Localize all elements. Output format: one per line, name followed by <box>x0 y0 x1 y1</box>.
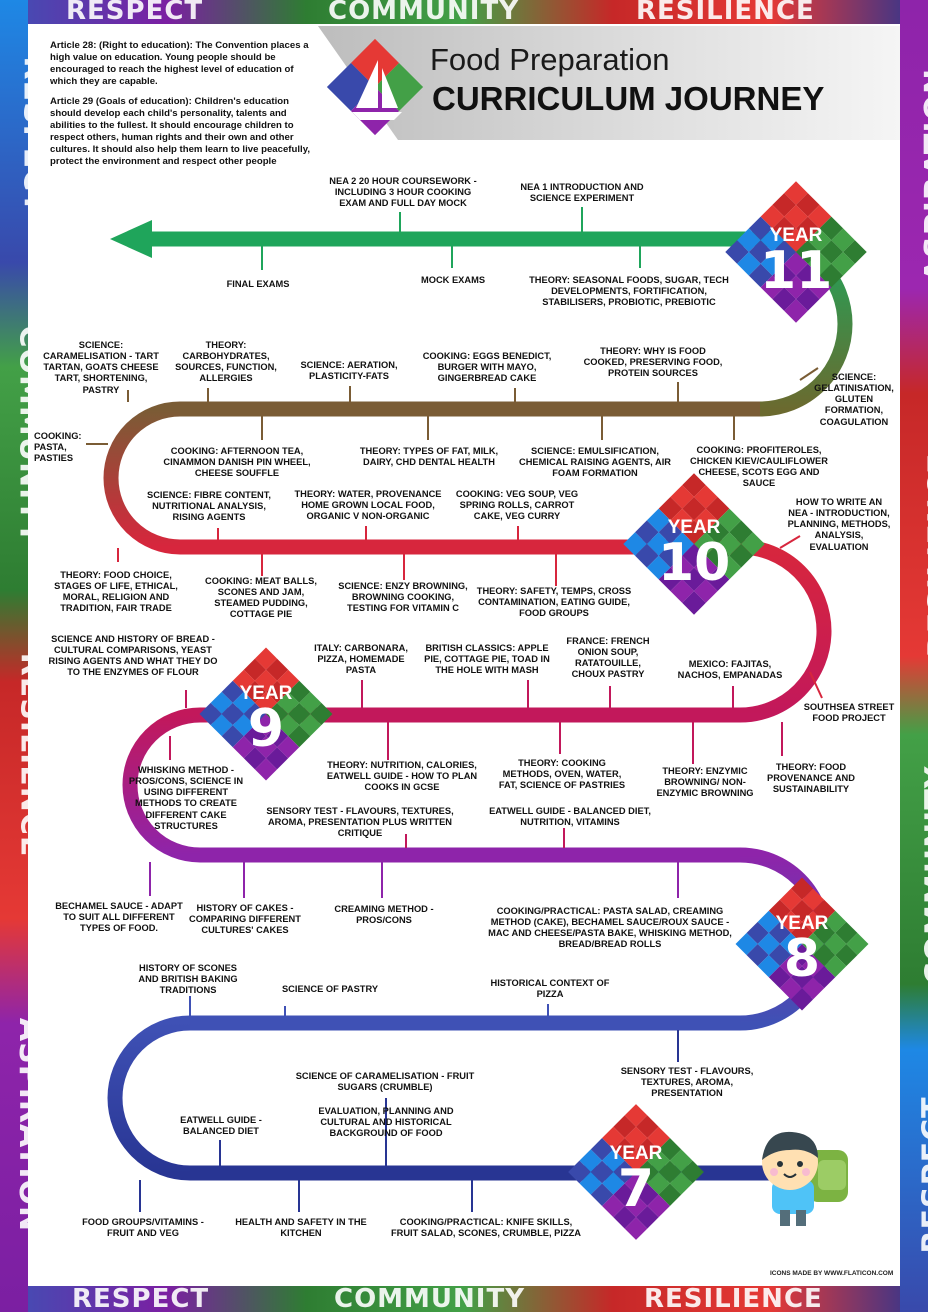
year-11-number: 11 <box>760 241 833 301</box>
label-y10-cooking-veg: COOKING: VEG SOUP, VEG SPRING ROLLS, CAR… <box>455 489 579 522</box>
label-y8-creaming: CREAMING METHOD - PROS/CONS <box>334 904 434 926</box>
label-y10-theory-water: THEORY: WATER, PROVENANCE HOME GROWN LOC… <box>294 489 442 522</box>
label-y7-eatwell: EATWELL GUIDE - BALANCED DIET <box>180 1115 262 1137</box>
label-y9-france: FRANCE: FRENCH ONION SOUP, RATATOUILLE, … <box>566 636 650 680</box>
year-10-badge: YEAR 10 <box>658 518 730 589</box>
label-y9-italy: ITALY: CARBONARA, PIZZA, HOMEMADE PASTA <box>314 643 408 676</box>
border-word-resilience-bottom: RESILIENCE <box>644 1284 823 1314</box>
label-y10-cooking-meat: COOKING: MEAT BALLS, SCONES AND JAM, STE… <box>205 576 317 620</box>
label-y7-sensory: SENSORY TEST - FLAVOURS, TEXTURES, AROMA… <box>620 1066 754 1099</box>
label-y9-british: BRITISH CLASSICS: APPLE PIE, COTTAGE PIE… <box>424 643 550 676</box>
year-11-diamond <box>725 181 867 323</box>
intro-articles: Article 28: (Right to education): The Co… <box>50 40 312 176</box>
label-y10-cooking-eggs: COOKING: EGGS BENEDICT, BURGER WITH MAYO… <box>422 351 552 384</box>
label-y9-sensory: SENSORY TEST - FLAVOURS, TEXTURES, AROMA… <box>266 806 454 839</box>
label-y10-theory-safety: THEORY: SAFETY, TEMPS, CROSS CONTAMINATI… <box>476 586 632 619</box>
year-8-word: YEAR <box>775 913 829 934</box>
year-7-word: YEAR <box>609 1143 663 1164</box>
label-y10-sci-caramel: SCIENCE: CARAMELISATION - TART TARTAN, G… <box>43 340 159 395</box>
year-7-badge: YEAR 7 <box>600 1144 672 1215</box>
label-y10-theory-choice: THEORY: FOOD CHOICE, STAGES OF LIFE, ETH… <box>54 570 178 614</box>
label-y7-evaluation: EVALUATION, PLANNING AND CULTURAL AND HI… <box>318 1106 454 1139</box>
label-y7-food-groups: FOOD GROUPS/VITAMINS - FRUIT AND VEG <box>82 1217 204 1239</box>
label-y9-whisking: WHISKING METHOD - PROS/CONS, SCIENCE IN … <box>128 765 244 831</box>
year-11-word: YEAR <box>769 225 823 246</box>
label-y11-theory-seasonal: THEORY: SEASONAL FOODS, SUGAR, TECH DEVE… <box>529 275 729 308</box>
label-y7-caramel: SCIENCE OF CARAMELISATION - FRUIT SUGARS… <box>295 1071 475 1093</box>
year-10-word: YEAR <box>667 517 721 538</box>
label-y7-health: HEALTH AND SAFETY IN THE KITCHEN <box>235 1217 367 1239</box>
label-y10-sci-gel: SCIENCE: GELATINISATION, GLUTEN FORMATIO… <box>814 372 894 427</box>
label-y9-theory-cooking: THEORY: COOKING METHODS, OVEN, WATER, FA… <box>498 758 626 791</box>
label-y9-mexico: MEXICO: FAJITAS, NACHOS, EMPANADAS <box>677 659 783 681</box>
label-y8-history-cakes: HISTORY OF CAKES - COMPARING DIFFERENT C… <box>189 903 301 936</box>
border-word-respect-top: RESPECT <box>66 0 204 26</box>
label-y10-cooking-afternoon: COOKING: AFTERNOON TEA, CINAMMON DANISH … <box>163 446 311 479</box>
year-11-badge: YEAR 11 <box>760 226 832 297</box>
label-y8-scones: HISTORY OF SCONES AND BRITISH BAKING TRA… <box>138 963 238 996</box>
label-y11-nea1: NEA 1 INTRODUCTION AND SCIENCE EXPERIMEN… <box>520 182 644 204</box>
child-student-icon <box>762 1131 848 1226</box>
label-y9-theory-enzymic: THEORY: ENZYMIC BROWNING/ NON-ENZYMIC BR… <box>656 766 754 799</box>
label-y9-bread: SCIENCE AND HISTORY OF BREAD - CULTURAL … <box>48 634 218 678</box>
year-9-diamond <box>199 647 333 781</box>
year-8-number: 8 <box>783 929 821 989</box>
border-word-resilience-top: RESILIENCE <box>636 0 815 26</box>
label-y10-theory-fat: THEORY: TYPES OF FAT, MILK, DAIRY, CHD D… <box>359 446 499 468</box>
label-y10-theory-carbs: THEORY: CARBOHYDRATES, SOURCES, FUNCTION… <box>175 340 277 384</box>
label-y10-theory-why: THEORY: WHY IS FOOD COOKED, PRESERVING F… <box>583 346 723 379</box>
border-word-community-top: COMMUNITY <box>328 0 520 26</box>
label-y10-sci-fibre: SCIENCE: FIBRE CONTENT, NUTRITIONAL ANAL… <box>147 490 271 523</box>
year-10-number: 10 <box>658 533 731 593</box>
year-9-number: 9 <box>247 699 285 759</box>
label-y10-cooking-profiteroles: COOKING: PROFITEROLES, CHICKEN KIEV/CAUL… <box>690 445 828 489</box>
border-word-respect-bottom: RESPECT <box>72 1284 210 1314</box>
label-y9-theory-provenance: THEORY: FOOD PROVENANCE AND SUSTAINABILI… <box>767 762 855 795</box>
label-y9-eatwell: EATWELL GUIDE - BALANCED DIET, NUTRITION… <box>489 806 651 828</box>
year-8-diamond <box>735 877 869 1011</box>
label-y10-sci-emulsification: SCIENCE: EMULSIFICATION, CHEMICAL RAISIN… <box>518 446 672 479</box>
label-y8-pastry: SCIENCE OF PASTRY <box>281 984 379 994</box>
label-y7-practical: COOKING/PRACTICAL: KNIFE SKILLS, FRUIT S… <box>390 1217 582 1239</box>
label-y9-theory-nutrition: THEORY: NUTRITION, CALORIES, EATWELL GUI… <box>326 760 478 793</box>
label-y8-bechamel: BECHAMEL SAUCE - ADAPT TO SUIT ALL DIFFE… <box>55 901 183 934</box>
school-logo <box>326 38 424 136</box>
label-y11-nea2: NEA 2 20 HOUR COURSEWORK - INCLUDING 3 H… <box>329 176 477 209</box>
label-y9-southsea: SOUTHSEA STREET FOOD PROJECT <box>803 702 895 724</box>
label-y8-pizza: HISTORICAL CONTEXT OF PIZZA <box>490 978 610 1000</box>
icon-credit: ICONS MADE BY WWW.FLATICON.COM <box>770 1270 894 1277</box>
page-title-line1: Food Preparation <box>430 42 670 77</box>
label-y10-cooking-pasta: COOKING: PASTA, PASTIES <box>34 431 82 464</box>
label-y8-practical: COOKING/PRACTICAL: PASTA SALAD, CREAMING… <box>488 906 732 950</box>
article-28-text: Article 28: (Right to education): The Co… <box>50 40 309 87</box>
label-y10-sci-aeration: SCIENCE: AERATION, PLASTICITY-FATS <box>300 360 398 382</box>
label-y11-final-exams: FINAL EXAMS <box>226 279 290 289</box>
border-word-community-bottom: COMMUNITY <box>334 1284 526 1314</box>
label-y10-how-nea: HOW TO WRITE AN NEA - INTRODUCTION, PLAN… <box>787 497 891 552</box>
year-7-number: 7 <box>617 1159 655 1219</box>
label-y11-mock: MOCK EXAMS <box>420 275 486 285</box>
year-9-word: YEAR <box>239 683 293 704</box>
year-8-badge: YEAR 8 <box>766 914 838 985</box>
page-title-line2: CURRICULUM JOURNEY <box>432 80 825 117</box>
label-y10-sci-enzy: SCIENCE: ENZY BROWNING, BROWNING COOKING… <box>338 581 468 614</box>
year-9-badge: YEAR 9 <box>230 684 302 755</box>
article-29-text: Article 29 (Goals of education): Childre… <box>50 95 310 167</box>
